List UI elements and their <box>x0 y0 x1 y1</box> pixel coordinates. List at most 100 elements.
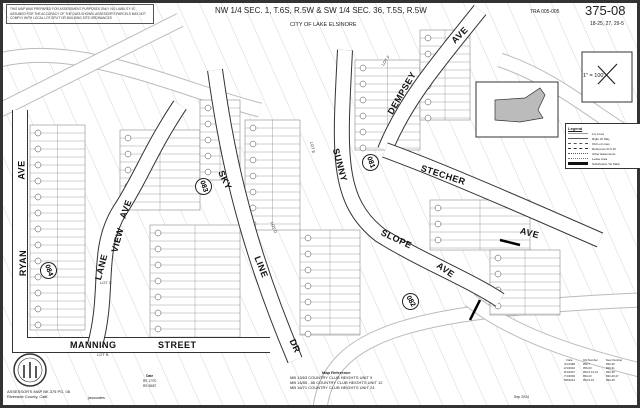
parcel-number-circle <box>124 150 132 158</box>
parcel-number-circle <box>359 112 367 120</box>
revision-date: Sep 2024 <box>514 395 529 399</box>
map-reference-line: MB 13/63 COUNTRY CLUB HEIGHTS UNIT 9 <box>290 375 373 380</box>
parcel-number-circle <box>359 128 367 136</box>
parcel-number-circle <box>34 161 42 169</box>
parcel-number-circle <box>34 225 42 233</box>
background-parcel-line <box>549 0 640 205</box>
parcel-number-circle <box>34 273 42 281</box>
background-street <box>0 14 183 116</box>
parcel-number-circle <box>359 96 367 104</box>
lot-label-b: LOT B <box>97 352 109 357</box>
city-label: CITY OF LAKE ELSINORE <box>290 22 357 28</box>
inset-subject-area <box>494 87 546 123</box>
lot-label-c: LOT C <box>100 280 112 285</box>
parcel-number-circle <box>249 140 257 148</box>
map-reference-line: MB 16/71 COUNTRY CLUB HEIGHTS UNIT 24 <box>290 385 375 390</box>
legend-item: Right Of Way <box>568 136 638 141</box>
street-dempsey-ave <box>378 5 486 153</box>
north-arrow-icon <box>597 63 618 85</box>
parcel-number-circle <box>434 236 442 244</box>
parcel-number-circle <box>249 172 257 180</box>
assessor-reference: ASSESSOR'S MAP BK.375 PG. 08 Riverside C… <box>7 389 70 399</box>
legend: Legend Lot Lines Right Of Way Old Lot Li… <box>565 123 640 169</box>
legend-item: Subdivision Tie Mark <box>568 161 638 166</box>
parcel-number-circle <box>424 34 432 42</box>
signature: jassoates <box>88 395 105 400</box>
map-reference: Map Reference MB 13/63 COUNTRY CLUB HEIG… <box>290 370 382 390</box>
scale-label: 1" = 100' <box>583 73 605 79</box>
map-reference-title: Map Reference <box>322 370 351 375</box>
parcel-number-circle <box>124 166 132 174</box>
parcel-number-circle <box>359 64 367 72</box>
parcel-number-circle <box>424 50 432 58</box>
street-label-ryan: RYAN <box>18 249 29 277</box>
parcel-number-circle <box>249 188 257 196</box>
parcel-number-circle <box>34 257 42 265</box>
parcel-number-circle <box>359 80 367 88</box>
parcel-number-circle <box>154 309 162 317</box>
legend-item: Reference R.O.W. <box>568 146 638 151</box>
parcel-number-circle <box>304 266 312 274</box>
date-block-line: RS 17/70 <box>143 378 157 383</box>
street-label-manning-street: STREET <box>158 340 197 350</box>
street-sky-line-dr <box>208 69 302 363</box>
background-street <box>465 294 640 377</box>
street-label-ryan-ave: AVE <box>16 160 27 180</box>
parcel-number-circle <box>304 282 312 290</box>
background-parcel-line <box>241 0 423 408</box>
background-parcel-line <box>461 0 640 405</box>
parcel-number-circle <box>154 293 162 301</box>
parcel-number-circle <box>304 330 312 338</box>
map-reference-line: MB 14/85 - 86 COUNTRY CLUB HEIGHTS UNIT … <box>290 380 383 385</box>
map-number: 375-08 <box>585 3 626 18</box>
parcel-number-circle <box>204 120 212 128</box>
parcel-number-circle <box>434 220 442 228</box>
subdivision-tie-mark <box>499 238 521 247</box>
parcel-number-circle <box>34 321 42 329</box>
assessor-county: Riverside County, Calif. <box>7 394 49 399</box>
parcel-number-circle <box>249 124 257 132</box>
parcel-number-circle <box>154 261 162 269</box>
background-parcel-line <box>527 0 640 255</box>
parcel-number-circle <box>494 254 502 262</box>
parcel-number-circle <box>424 114 432 122</box>
legend-item: Lot Lines <box>568 131 638 136</box>
street-stecher-ave <box>382 143 603 247</box>
parcel-number-circle <box>34 177 42 185</box>
legend-title: Legend <box>568 126 583 131</box>
parcel-number-circle <box>304 234 312 242</box>
legend-item: Old Lot Lines <box>568 141 638 146</box>
disclaimer-box: THIS MAP WAS PREPARED FOR ASSESSMENT PUR… <box>6 4 154 24</box>
street-lane-view-ave <box>88 101 186 347</box>
parcel-number-circle <box>304 250 312 258</box>
parcel-number-circle <box>304 298 312 306</box>
background-parcel-line <box>285 0 467 408</box>
parcel-number-circle <box>34 241 42 249</box>
parcel-number-circle <box>154 325 162 333</box>
date-block-line: RS 98/67 <box>143 383 157 388</box>
parcel-number-circle <box>424 98 432 106</box>
north-arrow-box <box>581 51 633 103</box>
date-block: Date RS 17/70 RS 98/67 <box>143 374 156 388</box>
parcel-number-circle <box>154 277 162 285</box>
street-sunny-slope-ave <box>334 49 504 306</box>
parcel-number-circle <box>34 129 42 137</box>
legend-item: Other Easements <box>568 151 638 156</box>
assessor-line: ASSESSOR'S MAP BK.375 PG. 08 <box>7 389 70 394</box>
parcel-number-circle <box>494 270 502 278</box>
parcel-number-circle <box>34 305 42 313</box>
parcel-number-circle <box>34 209 42 217</box>
street-label-manning: MANNING <box>70 340 117 350</box>
parcel-number-circle <box>249 156 257 164</box>
parcel-number-circle <box>434 204 442 212</box>
parcel-number-circle <box>154 245 162 253</box>
parcel-number-circle <box>204 136 212 144</box>
legend-item: Lease Area <box>568 156 638 161</box>
parcel-number-circle <box>124 134 132 142</box>
street-ryan-manning <box>13 110 270 352</box>
